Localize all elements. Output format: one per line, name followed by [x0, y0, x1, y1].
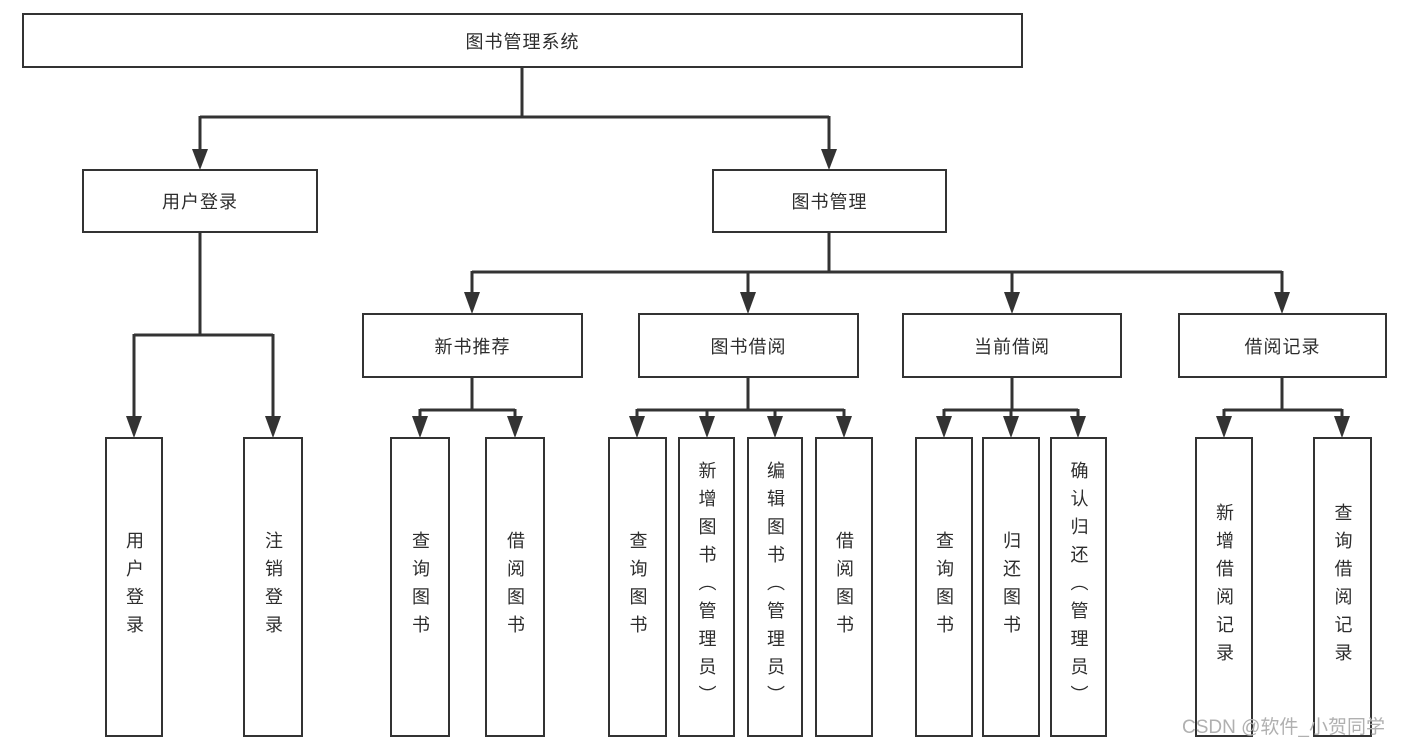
leaf-label: 借阅图书: [834, 531, 854, 643]
leaf-label: 查询图书: [627, 531, 648, 643]
leaf-label: 查询图书: [410, 531, 430, 643]
node-book-borrow: 图书借阅: [638, 313, 859, 378]
leaf-borrow-books: 借阅图书: [815, 437, 873, 737]
node-label: 新书推荐: [434, 336, 511, 357]
leaf-query-borrow-record: 查询借阅记录: [1313, 437, 1372, 737]
leaf-confirm-return-admin: 确认归还（管理员）: [1050, 437, 1107, 737]
leaf-borrow-books-recommend: 借阅图书: [485, 437, 545, 737]
leaf-label: 查询借阅记录: [1332, 503, 1353, 671]
leaf-label: 归还图书: [1001, 531, 1021, 643]
csdn-watermark: CSDN @软件_小贺同学: [1182, 717, 1385, 738]
node-current-borrow: 当前借阅: [902, 313, 1122, 378]
leaf-edit-book-admin: 编辑图书（管理员）: [747, 437, 803, 737]
leaf-add-book-admin: 新增图书（管理员）: [678, 437, 735, 737]
leaf-label: 借阅图书: [505, 531, 525, 643]
leaf-query-books-current: 查询图书: [915, 437, 973, 737]
leaf-logout: 注销登录: [243, 437, 303, 737]
leaf-query-books-recommend: 查询图书: [390, 437, 450, 737]
leaf-label: 用户登录: [124, 531, 144, 643]
leaf-user-login: 用户登录: [105, 437, 163, 737]
node-book-management: 图书管理: [712, 169, 947, 233]
node-label: 借阅记录: [1244, 336, 1321, 357]
node-label: 当前借阅: [974, 336, 1050, 357]
node-label: 用户登录: [162, 192, 238, 212]
node-label: 图书管理: [791, 192, 868, 212]
node-root-library-system: 图书管理系统: [22, 13, 1023, 68]
leaf-label: 确认归还（管理员）: [1068, 461, 1089, 713]
node-user-login: 用户登录: [82, 169, 318, 233]
node-borrow-record: 借阅记录: [1178, 313, 1387, 378]
node-label: 图书借阅: [710, 336, 787, 357]
node-label: 图书管理系统: [465, 31, 580, 52]
leaf-return-book: 归还图书: [982, 437, 1040, 737]
leaf-add-borrow-record: 新增借阅记录: [1195, 437, 1253, 737]
leaf-label: 查询图书: [934, 531, 954, 643]
leaf-label: 新增图书（管理员）: [696, 461, 717, 713]
leaf-query-books-borrow: 查询图书: [608, 437, 667, 737]
leaf-label: 编辑图书（管理员）: [765, 461, 785, 713]
node-new-book-recommend: 新书推荐: [362, 313, 583, 378]
leaf-label: 新增借阅记录: [1214, 503, 1234, 671]
leaf-label: 注销登录: [263, 531, 283, 643]
